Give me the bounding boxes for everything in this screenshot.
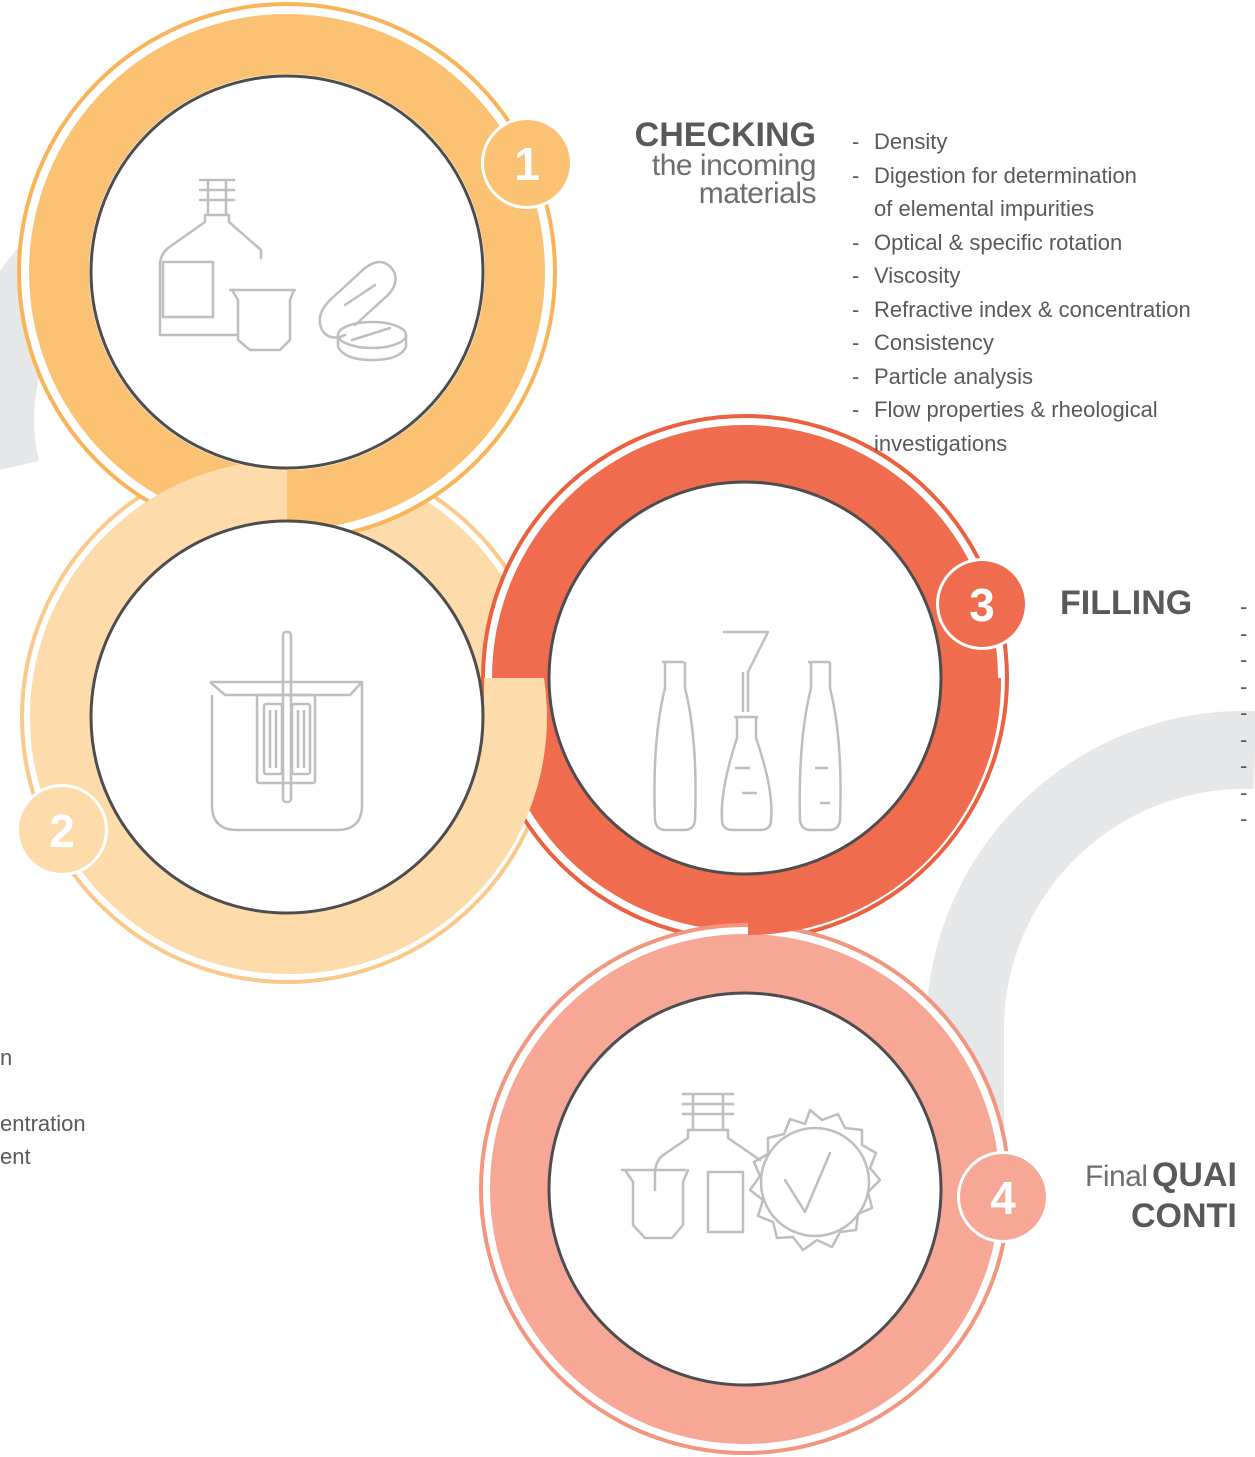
list-item: -Refractive index & concentration xyxy=(852,293,1191,327)
step-4-title-light: Final xyxy=(1085,1160,1148,1193)
list-item: -Digestion for determination xyxy=(852,159,1191,193)
list-item-text: Density xyxy=(874,129,948,154)
connector-right-arc xyxy=(925,710,1255,1170)
mixing-tank-icon xyxy=(209,630,364,832)
step-4-badge: 4 xyxy=(957,1151,1049,1243)
list-item: ent xyxy=(0,1144,31,1169)
step-3-number: 3 xyxy=(969,579,995,631)
list-item-text: of elemental impurities xyxy=(874,196,1095,221)
list-dash: - xyxy=(1240,700,1248,725)
step-2-test-list-cropped: n entration ent xyxy=(0,1041,86,1173)
step-3-inner-circle xyxy=(547,480,943,876)
list-dash: - xyxy=(852,263,860,288)
list-item: investigations xyxy=(852,427,1191,461)
step-1-number: 1 xyxy=(514,138,540,190)
step-3-lower-overlap xyxy=(748,678,1002,935)
list-dash: - xyxy=(1240,753,1248,778)
step-1-title: CHECKING the incoming materials xyxy=(600,116,817,210)
list-dash: - xyxy=(1240,620,1248,646)
step-1-title-bold: CHECKING xyxy=(634,116,816,154)
list-dash: - xyxy=(1240,779,1248,805)
list-item xyxy=(0,1074,86,1107)
step-2-number: 2 xyxy=(49,805,75,857)
list-dash: - xyxy=(852,330,860,355)
list-item: -Flow properties & rheological xyxy=(852,393,1191,427)
step-4-number: 4 xyxy=(990,1172,1016,1224)
step-4-title: Final QUAI CONTI xyxy=(1085,1158,1255,1240)
step-1-badge: 1 xyxy=(481,117,573,209)
list-dash: - xyxy=(1240,726,1248,752)
list-dash: - xyxy=(852,397,860,422)
list-item: -Particle analysis xyxy=(852,360,1191,394)
step-4-title-bold-1: QUAI xyxy=(1151,1156,1237,1194)
step-4-inner-circle xyxy=(547,991,943,1387)
list-item-text: Particle analysis xyxy=(874,363,1033,389)
list-dash: - xyxy=(1240,647,1248,672)
list-item: -Optical & specific rotation xyxy=(852,226,1191,260)
list-item: entration xyxy=(0,1111,86,1136)
list-item-text: Refractive index & concentration xyxy=(874,296,1191,322)
list-item-text: Consistency xyxy=(874,330,994,355)
list-dash: - xyxy=(1240,673,1248,699)
list-item: -Viscosity xyxy=(852,259,1191,293)
list-dash: - xyxy=(852,296,860,322)
list-item-text: Optical & specific rotation xyxy=(874,229,1123,255)
step-1-inner-circle xyxy=(89,74,485,470)
list-dash: - xyxy=(852,129,860,154)
step-1-title-line-1: the incoming xyxy=(651,149,817,182)
step-2-overlap xyxy=(287,678,547,975)
step-2-badge: 2 xyxy=(16,784,108,876)
list-item-text: Viscosity xyxy=(874,263,961,288)
step-3-title: FILLING xyxy=(1060,586,1210,620)
list-item-text: investigations xyxy=(874,430,1008,456)
list-dash: - xyxy=(1240,594,1248,619)
step-1-title-line-2: materials xyxy=(698,177,817,210)
step-3-badge: 3 xyxy=(936,558,1028,650)
step-3-title-bold: FILLING xyxy=(1060,584,1193,622)
list-item: of elemental impurities xyxy=(852,192,1191,226)
list-dash: - xyxy=(852,229,860,255)
step-2-upper-left xyxy=(30,460,287,717)
list-dash: - xyxy=(852,162,860,188)
step-4-title-bold-2: CONTI xyxy=(1131,1197,1237,1235)
quality-check-icon xyxy=(620,1092,882,1252)
lab-bottles-pills-icon xyxy=(158,178,408,362)
list-item: n xyxy=(0,1045,13,1070)
list-dash: - xyxy=(852,363,860,389)
step-2-inner-circle xyxy=(89,519,485,915)
list-dash: - xyxy=(1240,806,1248,831)
step-3-test-list-cropped: --------- xyxy=(1240,594,1247,833)
filling-bottles-icon xyxy=(653,630,842,832)
list-item-text: Digestion for determination xyxy=(874,162,1137,188)
list-item-text: Flow properties & rheological xyxy=(874,397,1158,422)
list-item: -Consistency xyxy=(852,326,1191,360)
list-item: -Density xyxy=(852,125,1191,159)
